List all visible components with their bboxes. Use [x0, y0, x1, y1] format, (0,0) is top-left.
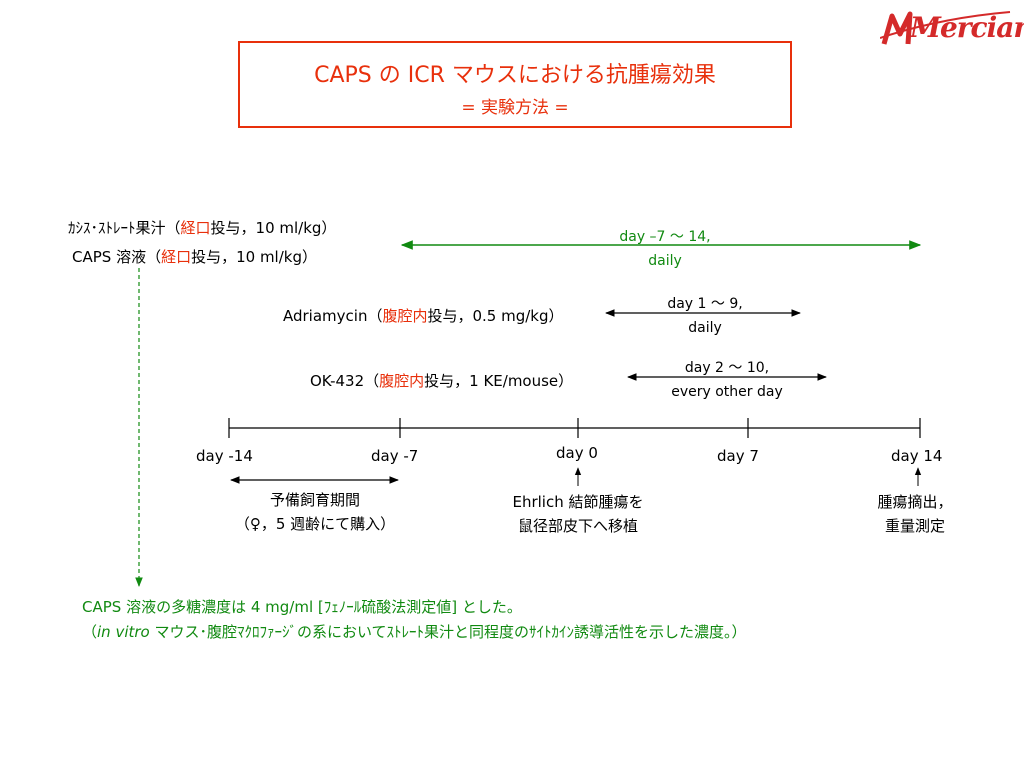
ok432-treatment-label: OK-432（腹腔内投与，1 KE/mouse）	[310, 370, 573, 391]
juice-label-prefix: ｶｼｽ･ｽﾄﾚｰﾄ果汁（	[68, 219, 181, 237]
caps-label-prefix: CAPS 溶液（	[72, 248, 162, 266]
adriamycin-treatment-label: Adriamycin（腹腔内投与，0.5 mg/kg）	[283, 305, 564, 326]
ok432-route: 腹腔内	[379, 372, 425, 390]
tick-label: day -14	[196, 447, 253, 465]
implant-line2: 鼠径部皮下へ移植	[517, 517, 638, 535]
excision-line2: 重量測定	[884, 517, 945, 535]
caps-route: 経口	[161, 248, 192, 266]
ok432-label-suffix: 投与，1 KE/mouse）	[424, 372, 574, 390]
tick-label: day 7	[717, 447, 759, 465]
adriamycin-period-line2: daily	[688, 320, 722, 336]
tick-label: day 0	[556, 444, 598, 462]
juice-route: 経口	[180, 219, 211, 237]
ok432-period-line1: day 2 〜 10,	[684, 360, 770, 376]
adriamycin-period-label: day 1 〜 9, daily	[630, 292, 780, 340]
ok432-label-prefix: OK-432（	[310, 372, 380, 390]
logo-swoosh-icon	[880, 11, 1011, 45]
acclimation-label: 予備飼育期間 （♀，5 週齢にて購入）	[215, 488, 415, 536]
excision-label: 腫瘍摘出， 重量測定	[860, 490, 970, 538]
excision-line1: 腫瘍摘出，	[877, 493, 953, 511]
oral-period-line1: day –7 〜 14,	[619, 229, 711, 245]
tick-label: day -7	[371, 447, 419, 465]
mercian-logo: Mercian	[880, 8, 1024, 48]
implant-line1: Ehrlich 結節腫瘍を	[512, 493, 644, 511]
page-subtitle: = 実験方法 =	[461, 98, 569, 118]
ok432-period-label: day 2 〜 10, every other day	[647, 356, 807, 404]
adriamycin-period-line1: day 1 〜 9,	[667, 296, 743, 312]
caps-treatment-label: CAPS 溶液（経口投与，10 ml/kg）	[72, 246, 317, 267]
implant-label: Ehrlich 結節腫瘍を 鼠径部皮下へ移植	[488, 490, 668, 538]
in-vitro-italic: in vitro	[97, 623, 150, 641]
concentration-note-detail: （in vitro マウス･腹腔ﾏｸﾛﾌｧｰｼﾞの系においてｽﾄﾚｰﾄ果汁と同程…	[82, 621, 747, 642]
tick-label: day 14	[891, 447, 943, 465]
juice-treatment-label: ｶｼｽ･ｽﾄﾚｰﾄ果汁（経口投与，10 ml/kg）	[68, 217, 336, 238]
juice-label-suffix: 投与，10 ml/kg）	[210, 219, 337, 237]
ok432-period-line2: every other day	[671, 384, 783, 400]
caps-label-suffix: 投与，10 ml/kg）	[191, 248, 317, 266]
page-title: CAPS の ICR マウスにおける抗腫瘍効果	[314, 63, 716, 88]
note-open-paren: （	[82, 623, 98, 641]
oral-period-label: day –7 〜 14, daily	[590, 225, 740, 273]
title-box: CAPS の ICR マウスにおける抗腫瘍効果 = 実験方法 =	[238, 41, 792, 128]
oral-period-line2: daily	[648, 253, 682, 269]
concentration-note: CAPS 溶液の多糖濃度は 4 mg/ml [ﾌｪﾉｰﾙ硫酸法測定値] とした。	[82, 598, 522, 616]
adriamycin-label-suffix: 投与，0.5 mg/kg）	[427, 307, 564, 325]
note-detail-text: マウス･腹腔ﾏｸﾛﾌｧｰｼﾞの系においてｽﾄﾚｰﾄ果汁と同程度のｻｲﾄｶｲﾝ誘導…	[149, 623, 747, 641]
logo-text: Mercian	[910, 11, 1024, 44]
adriamycin-label-prefix: Adriamycin（	[283, 307, 383, 325]
acclimation-line2: （♀，5 週齢にて購入）	[234, 515, 396, 533]
acclimation-line1: 予備飼育期間	[269, 491, 360, 509]
adriamycin-route: 腹腔内	[382, 307, 428, 325]
